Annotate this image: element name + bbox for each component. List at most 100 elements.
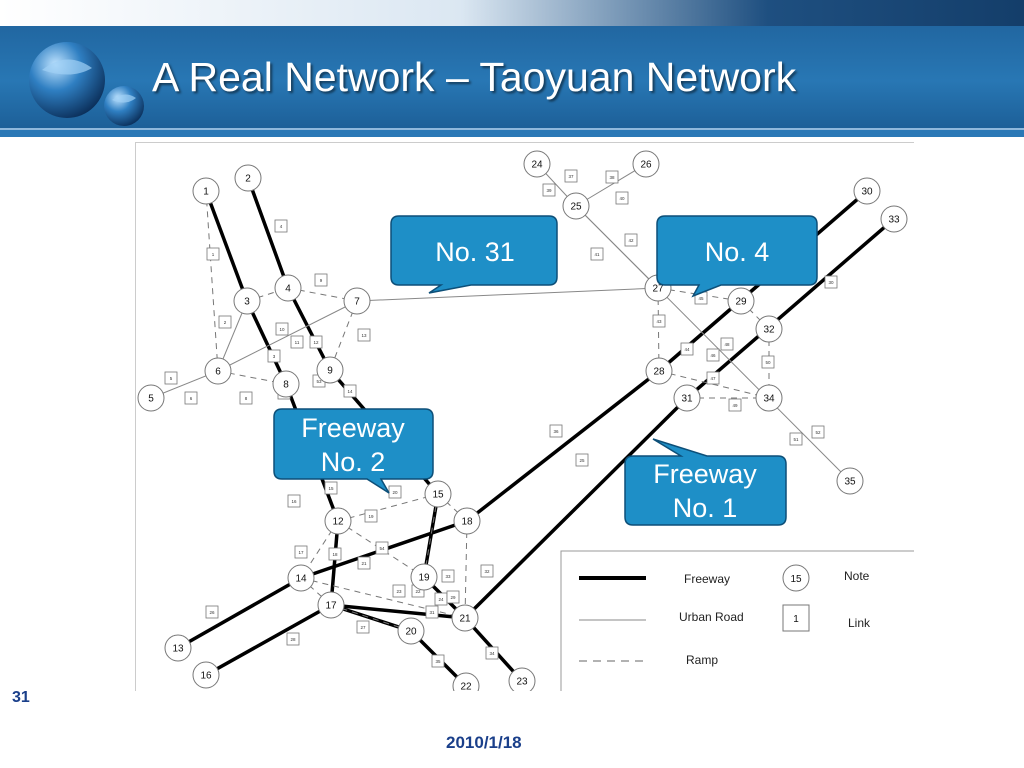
node-15: 15 bbox=[424, 480, 452, 508]
link-box: 19 bbox=[364, 509, 378, 523]
ramp-segment bbox=[330, 604, 412, 632]
node-19: 19 bbox=[410, 563, 438, 591]
link-box: 27 bbox=[356, 620, 370, 634]
callout-freeway1: Freeway No. 1 bbox=[624, 438, 787, 526]
legend-link-label: Link bbox=[848, 616, 871, 630]
node-label: 15 bbox=[432, 490, 444, 501]
node-label: 22 bbox=[460, 682, 472, 692]
link-box: 44 bbox=[680, 342, 694, 356]
node-label: 14 bbox=[295, 574, 307, 585]
link-box-label: 40 bbox=[619, 196, 625, 201]
link-box-label: 4 bbox=[280, 224, 283, 229]
node-4: 4 bbox=[274, 274, 302, 302]
node-32: 32 bbox=[755, 315, 783, 343]
link-box: 51 bbox=[789, 432, 803, 446]
link-box: 47 bbox=[706, 371, 720, 385]
link-box-label: 29 bbox=[450, 595, 456, 600]
link-box-label: 50 bbox=[765, 360, 771, 365]
urban-road-segment bbox=[217, 300, 358, 372]
node-28: 28 bbox=[645, 357, 673, 385]
node-label: 20 bbox=[405, 627, 417, 638]
node-label: 12 bbox=[332, 517, 344, 528]
link-box-label: 25 bbox=[579, 458, 585, 463]
node-label: 5 bbox=[148, 394, 154, 405]
link-box-label: 20 bbox=[392, 490, 398, 495]
link-box-label: 53 bbox=[316, 379, 322, 384]
node-23: 23 bbox=[508, 667, 536, 691]
link-box-label: 19 bbox=[368, 514, 374, 519]
link-box: 26 bbox=[205, 605, 219, 619]
link-box-label: 13 bbox=[361, 333, 367, 338]
legend-freeway-label: Freeway bbox=[684, 572, 730, 586]
node-18: 18 bbox=[453, 507, 481, 535]
taoyuan-network-diagram: 1234567891011121314151617181920212223242… bbox=[135, 142, 914, 691]
link-box: 11 bbox=[290, 335, 304, 349]
node-31: 31 bbox=[673, 384, 701, 412]
node-26: 26 bbox=[632, 150, 660, 178]
node-label: 16 bbox=[200, 671, 212, 682]
node-label: 6 bbox=[215, 367, 221, 378]
node-6: 6 bbox=[204, 357, 232, 385]
link-box: 36 bbox=[549, 424, 563, 438]
freeway-segment bbox=[685, 217, 896, 400]
link-box: 12 bbox=[309, 335, 323, 349]
link-box-label: 1 bbox=[212, 252, 215, 257]
link-box: 32 bbox=[480, 564, 494, 578]
callout-freeway2-line2: No. 2 bbox=[321, 447, 386, 477]
urban-road-segment bbox=[356, 287, 659, 302]
link-box-label: 49 bbox=[732, 403, 738, 408]
link-box: 25 bbox=[575, 453, 589, 467]
link-box-label: 37 bbox=[568, 174, 574, 179]
node-9: 9 bbox=[316, 356, 344, 384]
freeway-segment bbox=[245, 300, 288, 385]
link-box-label: 12 bbox=[313, 340, 319, 345]
link-box-label: 51 bbox=[793, 437, 799, 442]
urban-road-segment bbox=[575, 163, 647, 207]
node-14: 14 bbox=[287, 564, 315, 592]
link-box: 41 bbox=[590, 247, 604, 261]
link-box-label: 31 bbox=[429, 610, 435, 615]
node-label: 13 bbox=[172, 644, 184, 655]
node-label: 9 bbox=[327, 366, 333, 377]
ramp-segment bbox=[657, 287, 660, 372]
ramp-segment bbox=[423, 493, 439, 578]
node-label: 29 bbox=[735, 297, 747, 308]
link-box-label: 52 bbox=[815, 430, 821, 435]
node-33: 33 bbox=[880, 205, 908, 233]
node-label: 2 bbox=[245, 174, 251, 185]
node-label: 19 bbox=[418, 573, 430, 584]
link-box-label: 17 bbox=[298, 550, 304, 555]
link-box: 1 bbox=[206, 247, 220, 261]
ramp-segment bbox=[205, 190, 219, 372]
node-22: 22 bbox=[452, 672, 480, 692]
link-box-label: 2 bbox=[224, 320, 227, 325]
link-box-label: 21 bbox=[361, 561, 367, 566]
link-box: 48 bbox=[720, 337, 734, 351]
link-box: 21 bbox=[357, 556, 371, 570]
link-box: 50 bbox=[761, 355, 775, 369]
legend-urban-road-label: Urban Road bbox=[679, 610, 744, 624]
globe-logo-icon bbox=[29, 42, 144, 126]
slide-header bbox=[0, 0, 1024, 137]
node-label: 28 bbox=[653, 367, 665, 378]
node-12: 12 bbox=[324, 507, 352, 535]
link-box: 3 bbox=[267, 349, 281, 363]
node-17: 17 bbox=[317, 591, 345, 619]
node-34: 34 bbox=[755, 384, 783, 412]
link-box-label: 16 bbox=[291, 499, 297, 504]
callout-no4-text: No. 4 bbox=[705, 237, 770, 267]
node-label: 27 bbox=[652, 284, 664, 295]
freeway-segment bbox=[246, 177, 290, 289]
link-box-label: 48 bbox=[724, 342, 730, 347]
link-box: 33 bbox=[441, 569, 455, 583]
link-box-label: 18 bbox=[332, 552, 338, 557]
node-24: 24 bbox=[523, 150, 551, 178]
slide-title: A Real Network – Taoyuan Network bbox=[152, 54, 797, 100]
node-13: 13 bbox=[164, 634, 192, 662]
freeway-segment bbox=[330, 603, 466, 620]
link-box-label: 54 bbox=[379, 546, 385, 551]
link-box-label: 11 bbox=[295, 340, 300, 345]
node-label: 35 bbox=[844, 477, 856, 488]
link-box: 20 bbox=[388, 485, 402, 499]
link-box-label: 30 bbox=[828, 280, 834, 285]
